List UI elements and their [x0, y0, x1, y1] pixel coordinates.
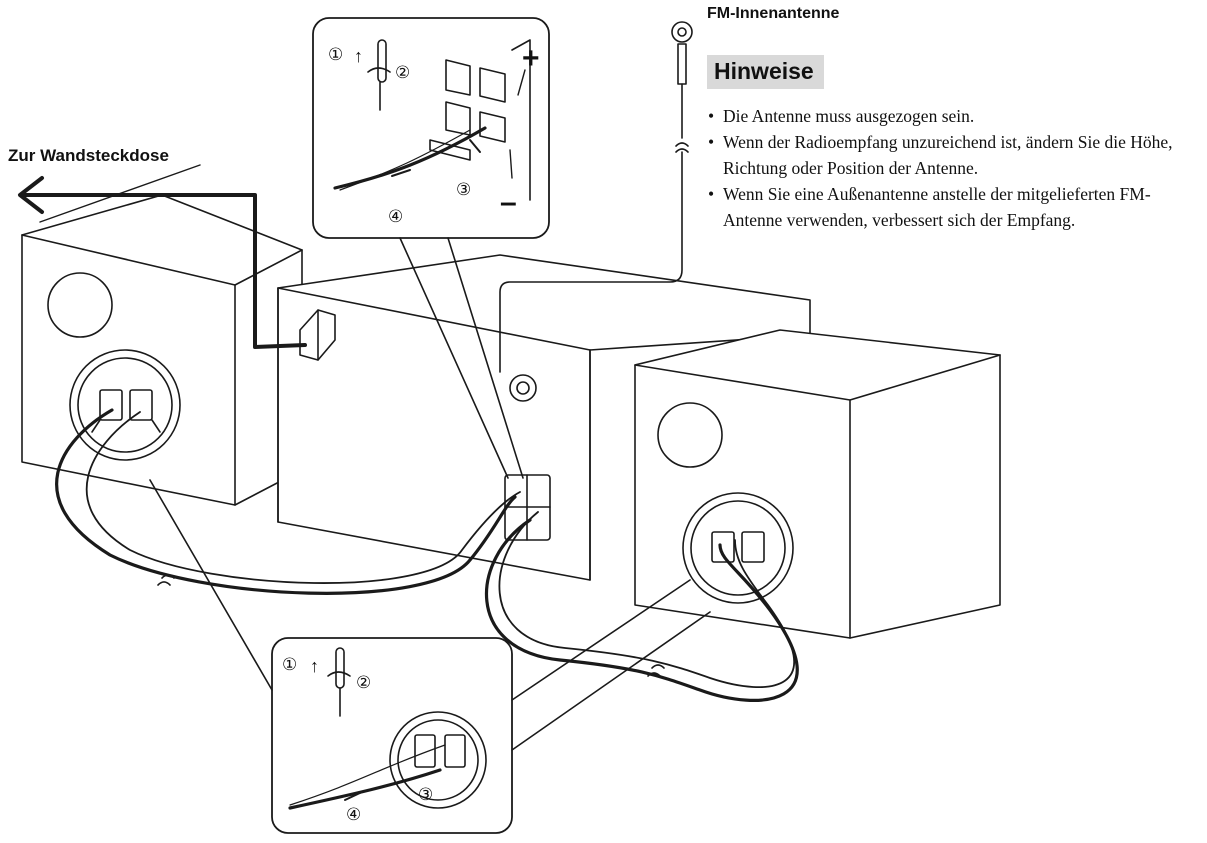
- left-speaker-terminal-plate: [69, 349, 181, 461]
- ac-adapter: [299, 309, 336, 361]
- bottom-step-3: ③: [418, 785, 433, 805]
- note-item: Wenn der Radioempfang unzureichend ist, …: [707, 129, 1207, 181]
- note-item: Die Antenne muss ausgezogen sein.: [707, 103, 1207, 129]
- notes-box: Hinweise Die Antenne muss ausgezogen sei…: [707, 55, 1207, 233]
- bottom-step-4: ④: [346, 805, 361, 825]
- main-unit: [277, 254, 811, 581]
- note-item: Wenn Sie eine Außenantenne anstelle der …: [707, 181, 1207, 233]
- fm-antenna-label: FM-Innenantenne: [707, 5, 840, 22]
- top-inset-panel: [312, 17, 550, 479]
- right-speaker: [634, 329, 1001, 639]
- antenna-cable: [499, 21, 693, 373]
- top-step-labels: ① ↑ ② ③ ④ + –: [328, 42, 540, 227]
- right-speaker-port: [657, 402, 723, 468]
- bottom-step-1: ①: [282, 655, 297, 675]
- right-speaker-terminal-plate: [682, 492, 794, 604]
- plus-sign: +: [522, 42, 540, 75]
- right-speaker-wire: [484, 511, 799, 702]
- top-step-2: ②: [395, 63, 410, 83]
- left-speaker-wire: [55, 408, 521, 595]
- inset-terminal-plate: [389, 711, 487, 809]
- bottom-step-labels: ① ↑ ② ③ ④: [282, 655, 433, 825]
- notes-heading: Hinweise: [707, 55, 824, 89]
- wall-outlet-label: Zur Wandsteckdose: [8, 146, 169, 165]
- notes-list: Die Antenne muss ausgezogen sein. Wenn d…: [707, 103, 1207, 233]
- top-step-1: ①: [328, 45, 343, 65]
- up-arrow-icon: ↑: [354, 46, 363, 66]
- power-cord: [18, 164, 307, 349]
- top-step-4: ④: [388, 207, 403, 227]
- top-step-3: ③: [456, 180, 471, 200]
- bottom-inset-panel: [149, 479, 711, 834]
- antenna-socket: [509, 374, 537, 402]
- bottom-step-2: ②: [356, 673, 371, 693]
- minus-sign: –: [500, 186, 517, 219]
- left-speaker-port: [47, 272, 113, 338]
- up-arrow-icon-2: ↑: [310, 656, 319, 676]
